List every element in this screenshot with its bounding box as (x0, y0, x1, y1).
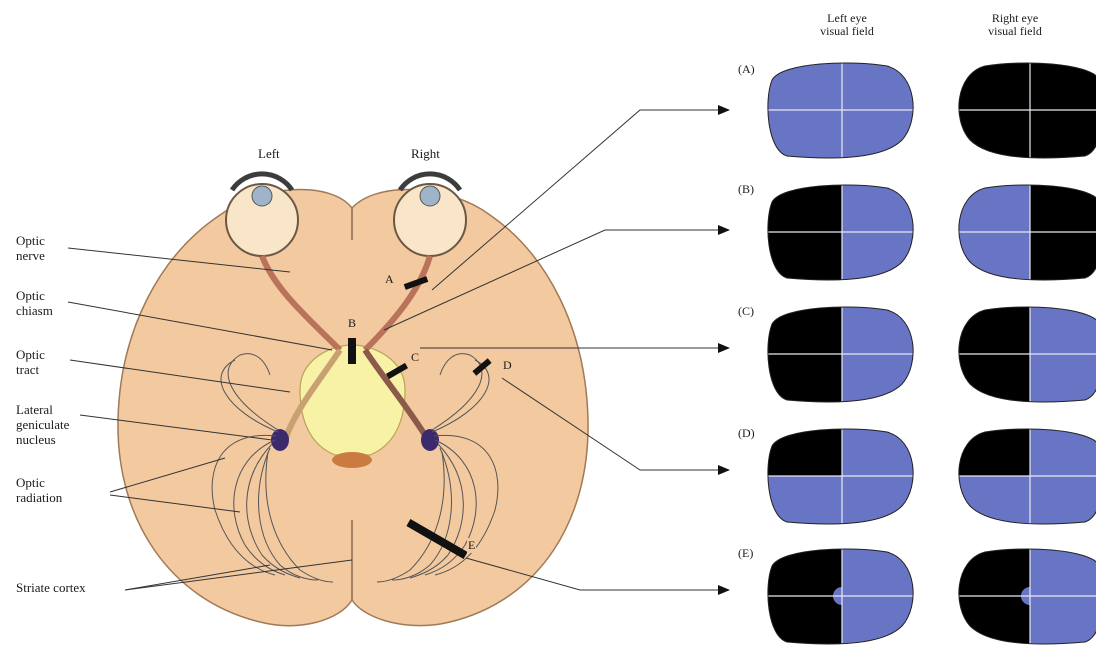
right-eye-field-a (940, 50, 1096, 170)
lesion-e-label: E (467, 538, 476, 553)
left-eye-field-e (752, 536, 932, 649)
row-e-label: (E) (738, 546, 753, 561)
left-eye-field-a (752, 50, 932, 170)
row-b-label: (B) (738, 182, 754, 197)
lesion-c-label: C (410, 350, 420, 365)
left-side-label: Left (258, 146, 280, 162)
lgn-left (271, 429, 289, 451)
left-eye-field-c (752, 294, 932, 414)
right-eye-field-c (940, 294, 1096, 414)
left-eye (226, 174, 298, 256)
left-eye-field-d (752, 416, 932, 536)
lesion-b-bar (348, 338, 356, 364)
row-a-label: (A) (738, 62, 755, 77)
right-eye-field-d (940, 416, 1096, 536)
left-eye-field-b (752, 172, 932, 292)
row-c-label: (C) (738, 304, 754, 319)
right-eye-field-e (940, 536, 1096, 649)
lesion-b-label: B (347, 316, 357, 331)
mammillary-body (332, 452, 372, 468)
lesion-d-label: D (502, 358, 513, 373)
lesion-a-label: A (384, 272, 395, 287)
striate-cortex-label: Striate cortex (16, 580, 86, 595)
right-side-label: Right (411, 146, 440, 162)
visual-fields (752, 50, 1096, 649)
right-eye-field-b (940, 172, 1096, 292)
lgn-right (421, 429, 439, 451)
right-eye (394, 174, 466, 256)
row-d-label: (D) (738, 426, 755, 441)
arrow-heads (718, 105, 730, 595)
